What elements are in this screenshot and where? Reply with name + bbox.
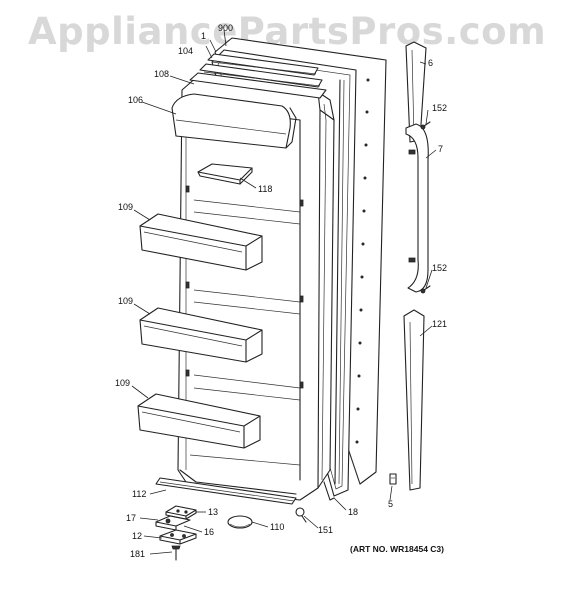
hinge-parts bbox=[155, 505, 197, 561]
door-bin-middle bbox=[139, 307, 263, 363]
callout-106: 106 bbox=[128, 95, 144, 105]
callout-13: 13 bbox=[208, 507, 219, 517]
callout-109-middle: 109 bbox=[118, 296, 134, 306]
door-cam bbox=[227, 515, 253, 529]
callout-5: 5 bbox=[388, 499, 394, 509]
callout-151: 151 bbox=[318, 525, 334, 535]
handle-screw-upper bbox=[420, 121, 431, 130]
callout-121: 121 bbox=[432, 319, 448, 329]
callout-17: 17 bbox=[126, 513, 137, 523]
door-bin-lower bbox=[137, 393, 261, 449]
handle-trim-top bbox=[405, 41, 427, 143]
door-handle bbox=[405, 123, 429, 293]
callout-16: 16 bbox=[204, 527, 215, 537]
callout-1x: 1 bbox=[201, 31, 207, 41]
callout-12: 12 bbox=[132, 531, 143, 541]
callout-7: 7 bbox=[438, 144, 444, 154]
small-clip bbox=[389, 473, 397, 485]
handle-trim-bottom bbox=[403, 309, 425, 491]
hinge-screw bbox=[295, 507, 307, 523]
handle-screw-lower bbox=[420, 285, 431, 294]
callout-109-upper: 109 bbox=[118, 202, 134, 212]
callout-118: 118 bbox=[258, 184, 273, 194]
callout-181: 181 bbox=[130, 549, 146, 559]
leader-lines bbox=[131, 29, 437, 555]
callout-18: 18 bbox=[348, 507, 359, 517]
gasket-bracket bbox=[323, 481, 335, 501]
small-tray bbox=[197, 163, 253, 185]
art-number: (ART NO. WR18454 C3) bbox=[350, 544, 444, 554]
callout-104: 104 bbox=[178, 46, 194, 56]
callout-112: 112 bbox=[132, 489, 147, 499]
top-trim-strips bbox=[189, 53, 327, 99]
callout-152-upper: 152 bbox=[432, 103, 448, 113]
callout-109-lower: 109 bbox=[115, 378, 131, 388]
dairy-compartment-door bbox=[171, 93, 297, 149]
callout-152-lower: 152 bbox=[432, 263, 448, 273]
door-bin-upper bbox=[139, 213, 263, 271]
bottom-trim-strip bbox=[155, 477, 297, 505]
callout-108: 108 bbox=[154, 69, 170, 79]
callout-900: 900 bbox=[218, 23, 234, 33]
callout-110: 110 bbox=[270, 522, 285, 532]
callout-6: 6 bbox=[428, 58, 434, 68]
